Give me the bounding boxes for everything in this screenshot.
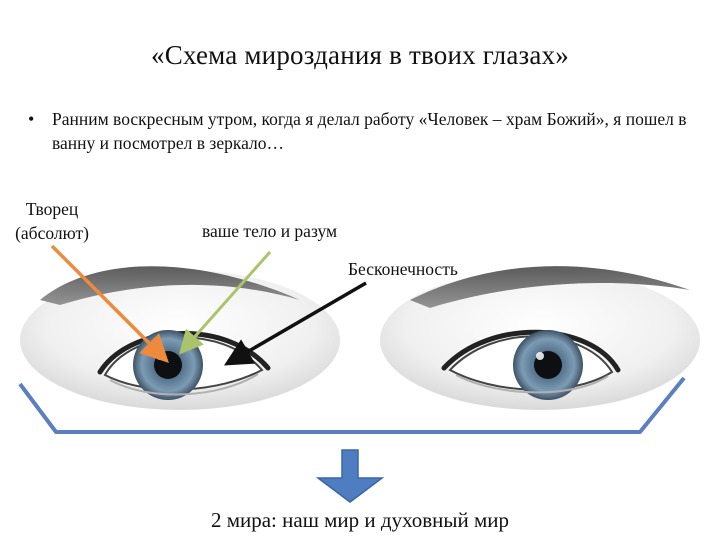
infinity-label: Бесконечность xyxy=(348,259,458,279)
creator-label-line2: (абсолют) xyxy=(15,223,89,243)
creator-label: Творец (абсолют) xyxy=(2,197,102,245)
tray-outline xyxy=(18,376,686,434)
left-eyebrow xyxy=(40,266,300,305)
bullet-item: • Ранним воскресным утром, когда я делал… xyxy=(28,107,698,155)
body-mind-label: ваше тело и разум xyxy=(202,221,338,241)
face-skin xyxy=(20,270,700,410)
down-arrow xyxy=(315,449,385,503)
right-eyebrow xyxy=(410,266,690,308)
infinity-arrow xyxy=(223,281,367,366)
creator-label-line1: Творец xyxy=(25,199,79,219)
left-eye xyxy=(97,330,271,400)
bullet-text: Ранним воскресным утром, когда я делал р… xyxy=(52,109,687,153)
bottom-caption: 2 мира: наш мир и духовный мир xyxy=(210,508,510,532)
slide-title: «Схема мироздания в твоих глазах» xyxy=(151,40,569,70)
bullet-dot: • xyxy=(28,109,35,129)
creator-arrow xyxy=(50,244,169,363)
body-mind-arrow xyxy=(179,251,272,355)
right-eye xyxy=(441,329,621,400)
